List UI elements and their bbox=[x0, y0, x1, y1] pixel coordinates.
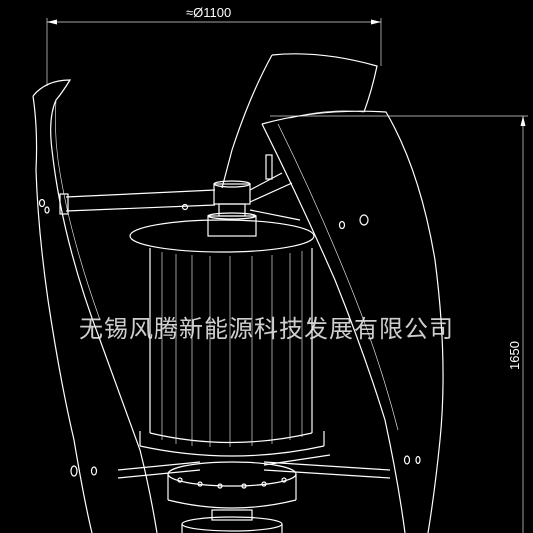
back-blade bbox=[221, 53, 378, 189]
height-dimension: 1650 bbox=[270, 115, 528, 533]
left-blade bbox=[32, 79, 158, 533]
width-dimension: ≈Ø1100 bbox=[46, 5, 382, 86]
right-blade bbox=[261, 110, 444, 533]
height-label: 1650 bbox=[507, 341, 522, 370]
diameter-label: ≈Ø1100 bbox=[186, 5, 231, 20]
hub bbox=[207, 180, 257, 237]
company-watermark: 无锡风腾新能源科技发展有限公司 bbox=[79, 315, 454, 343]
lower-arms bbox=[117, 454, 391, 479]
upper-arms bbox=[59, 154, 301, 221]
generator bbox=[129, 219, 325, 457]
base-flange bbox=[167, 461, 297, 533]
